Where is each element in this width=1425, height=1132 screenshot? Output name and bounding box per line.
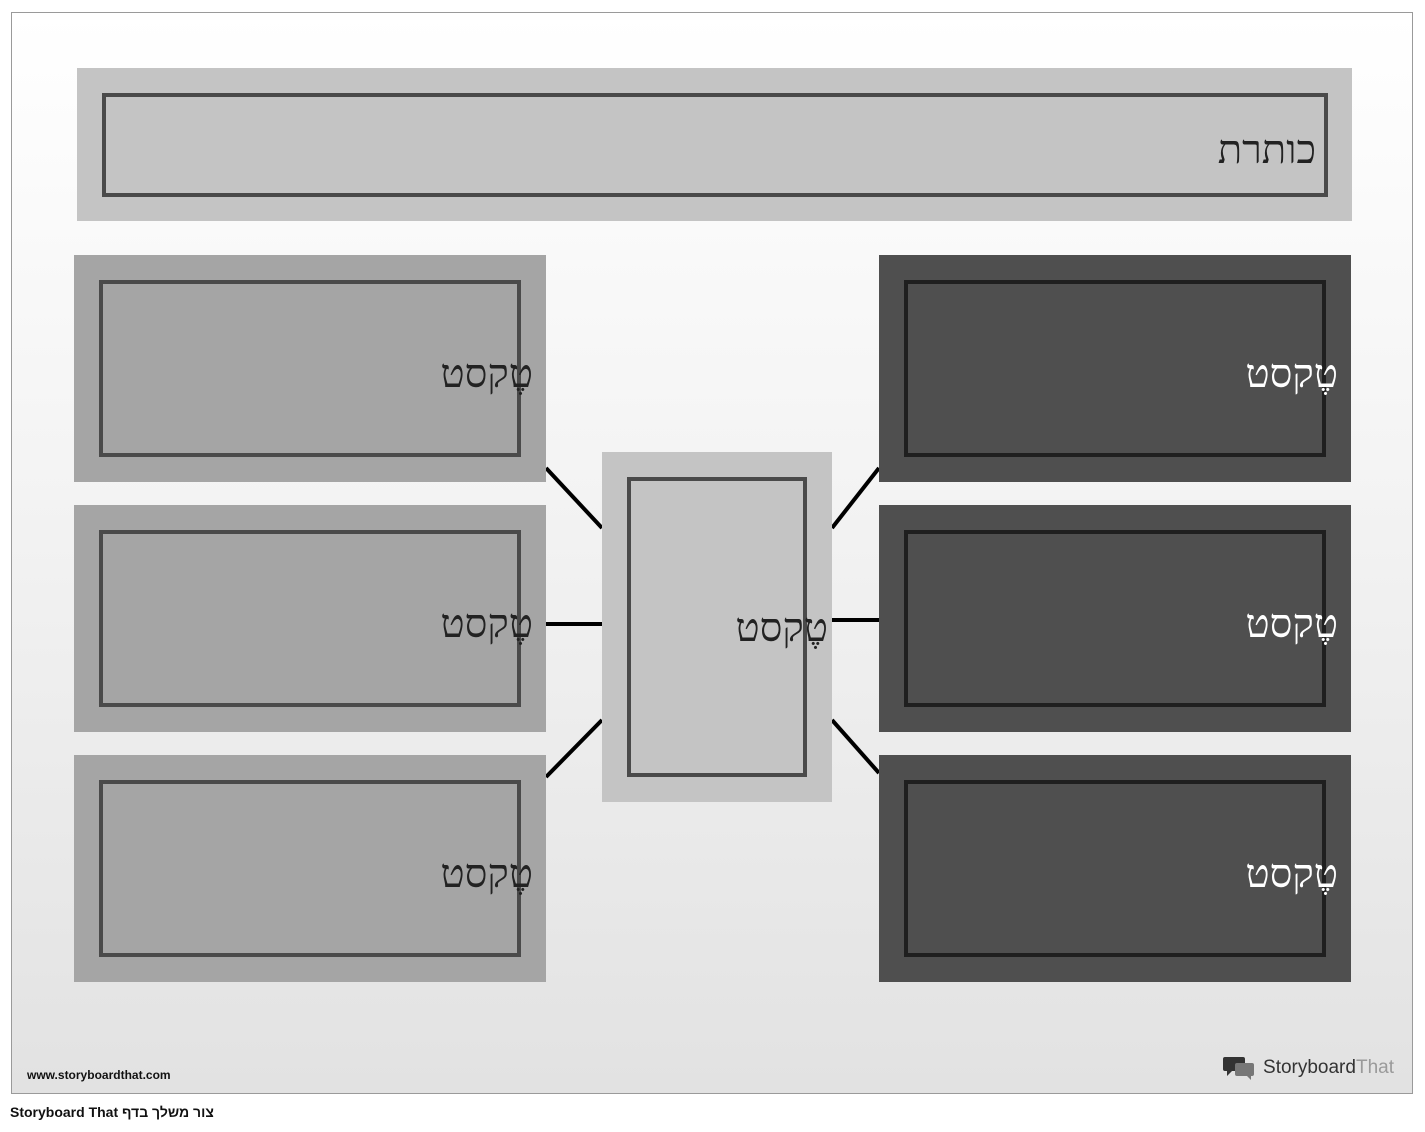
speech-bubbles-icon	[1223, 1057, 1255, 1080]
connector-right-top	[830, 466, 881, 530]
right-box-1-text[interactable]: טֶקסט	[1245, 351, 1338, 397]
left-box-2-frame	[99, 530, 521, 707]
center-box-text[interactable]: טֶקסט	[735, 605, 828, 651]
left-box-2-text[interactable]: טֶקסט	[440, 601, 533, 647]
left-box-2: טֶקסט	[74, 505, 546, 732]
right-box-3-frame	[904, 780, 1326, 957]
right-box-2-frame	[904, 530, 1326, 707]
left-box-1-frame	[99, 280, 521, 457]
create-your-own-caption[interactable]: צור משלך בדף Storyboard That	[10, 1104, 214, 1120]
connector-right-bottom	[830, 718, 881, 775]
brand-name-part1: Storyboard	[1263, 1057, 1356, 1078]
left-box-1-text[interactable]: טֶקסט	[440, 351, 533, 397]
left-box-1: טֶקסט	[74, 255, 546, 482]
title-banner: כותרת	[77, 68, 1352, 221]
connector-lines	[544, 466, 881, 779]
footer-url[interactable]: www.storyboardthat.com	[27, 1068, 171, 1082]
brand-name-part2: That	[1355, 1057, 1394, 1078]
left-box-3: טֶקסט	[74, 755, 546, 982]
right-box-1: טֶקסט	[879, 255, 1351, 482]
center-box: טֶקסט	[602, 452, 832, 802]
storyboardthat-logo[interactable]: StoryboardThat	[1223, 1055, 1394, 1081]
worksheet-canvas: כותרת טֶקסט טֶקסט טֶקסט טֶקסט טֶקסט טֶקס…	[11, 12, 1413, 1094]
left-box-3-frame	[99, 780, 521, 957]
connector-left-bottom	[544, 718, 604, 779]
right-box-1-frame	[904, 280, 1326, 457]
title-text[interactable]: כותרת	[1217, 127, 1316, 173]
title-banner-frame	[102, 93, 1328, 197]
center-box-frame	[627, 477, 807, 777]
right-box-2: טֶקסט	[879, 505, 1351, 732]
right-box-3: טֶקסט	[879, 755, 1351, 982]
left-box-3-text[interactable]: טֶקסט	[440, 851, 533, 897]
connector-left-top	[544, 466, 604, 530]
right-box-3-text[interactable]: טֶקסט	[1245, 851, 1338, 897]
right-box-2-text[interactable]: טֶקסט	[1245, 601, 1338, 647]
